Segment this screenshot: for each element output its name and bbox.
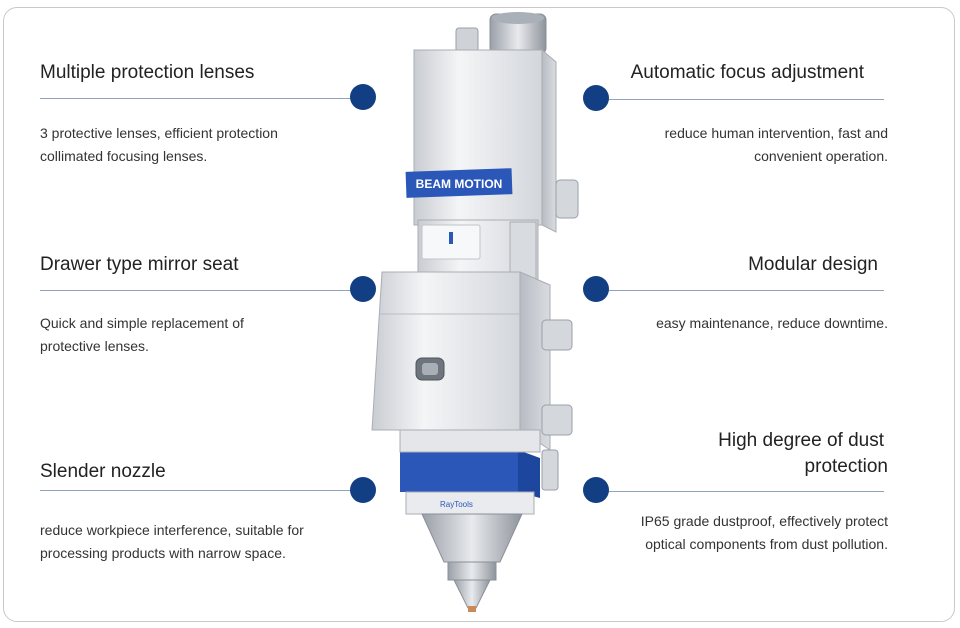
feature-title: Modular design [748,254,878,275]
feature-dot-icon [350,84,376,110]
feature-desc-line: collimated focusing lenses. [40,148,208,164]
divider-line [600,290,884,291]
feature-automatic-focus-adjustment: Automatic focus adjustment reduce human … [528,60,888,168]
divider-line [40,490,360,491]
feature-desc-line: reduce workpiece interference, suitable … [40,522,304,538]
small-logo: RayTools [440,500,473,509]
feature-drawer-mirror-seat: Drawer type mirror seat Quick and simple… [40,252,400,358]
feature-modular-design: Modular design easy maintenance, reduce … [528,252,888,335]
feature-desc-line: optical components from dust pollution. [645,536,888,552]
divider-line [40,290,360,291]
feature-desc-line: Quick and simple replacement of [40,315,244,331]
feature-desc-line: processing products with narrow space. [40,545,286,561]
feature-desc-line: 3 protective lenses, efficient protectio… [40,125,278,141]
feature-multiple-protection-lenses: Multiple protection lenses 3 protective … [40,60,400,168]
feature-desc-line: easy maintenance, reduce downtime. [656,315,888,331]
divider-line [600,99,884,100]
feature-dust-protection: High degree of dust protection IP65 grad… [528,428,888,556]
feature-title-line: protection [804,456,888,477]
feature-dot-icon [350,477,376,503]
feature-slender-nozzle: Slender nozzle reduce workpiece interfer… [40,459,400,565]
feature-desc-line: IP65 grade dustproof, effectively protec… [640,513,888,529]
feature-desc-line: protective lenses. [40,338,149,354]
feature-title: Automatic focus adjustment [630,62,864,83]
feature-dot-icon [583,85,609,111]
laser-cutting-head-image: BEAM MOTION RayTools [371,12,579,612]
feature-title-line: High degree of dust [718,430,884,451]
feature-title: Drawer type mirror seat [40,254,239,275]
divider-line [40,98,360,99]
feature-dot-icon [350,276,376,302]
feature-title: Multiple protection lenses [40,62,255,83]
feature-desc-line: reduce human intervention, fast and [664,125,888,141]
divider-line [600,491,884,492]
feature-desc-line: convenient operation. [754,148,888,164]
feature-title: Slender nozzle [40,461,166,482]
feature-dot-icon [583,276,609,302]
feature-dot-icon [583,477,609,503]
brand-label: BEAM MOTION [416,177,503,191]
